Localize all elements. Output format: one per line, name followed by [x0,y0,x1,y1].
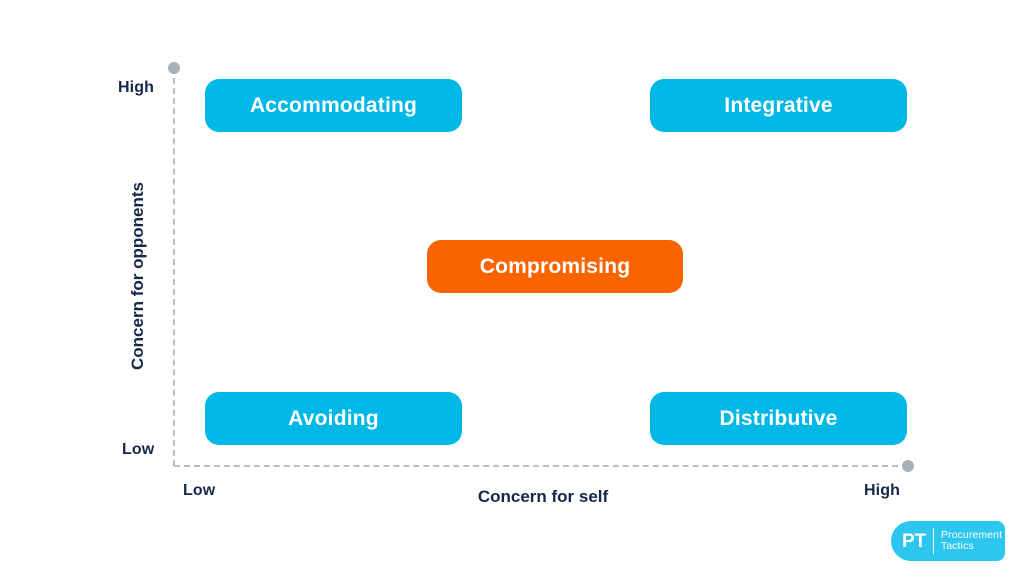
y-axis-line [173,68,175,466]
y-axis-low-label: Low [122,441,155,458]
strategy-box-avoiding[interactable]: Avoiding [205,392,462,445]
strategy-box-accommodating[interactable]: Accommodating [205,79,462,132]
strategy-box-compromising[interactable]: Compromising [427,240,683,293]
x-axis-title: Concern for self [477,487,609,506]
x-axis-endpoint-dot [902,460,914,472]
y-axis-title: Concern for opponents [128,182,147,370]
x-axis-high-label: High [864,482,900,499]
strategy-box-integrative[interactable]: Integrative [650,79,907,132]
y-axis-endpoint-dot [168,62,180,74]
x-axis-low-label: Low [183,482,216,499]
logo-wordmark: Procurement Tactics [940,528,1003,553]
strategy-box-distributive[interactable]: Distributive [650,392,907,445]
logo-monogram: PT [902,530,926,552]
logo-wordmark-line1: Procurement [940,528,1003,541]
logo-wordmark-line2: Tactics [940,540,974,552]
logo-divider [932,528,934,554]
procurement-tactics-logo[interactable]: PT Procurement Tactics [891,521,1005,561]
y-axis-high-label: High [118,79,154,96]
x-axis-line [174,465,908,467]
